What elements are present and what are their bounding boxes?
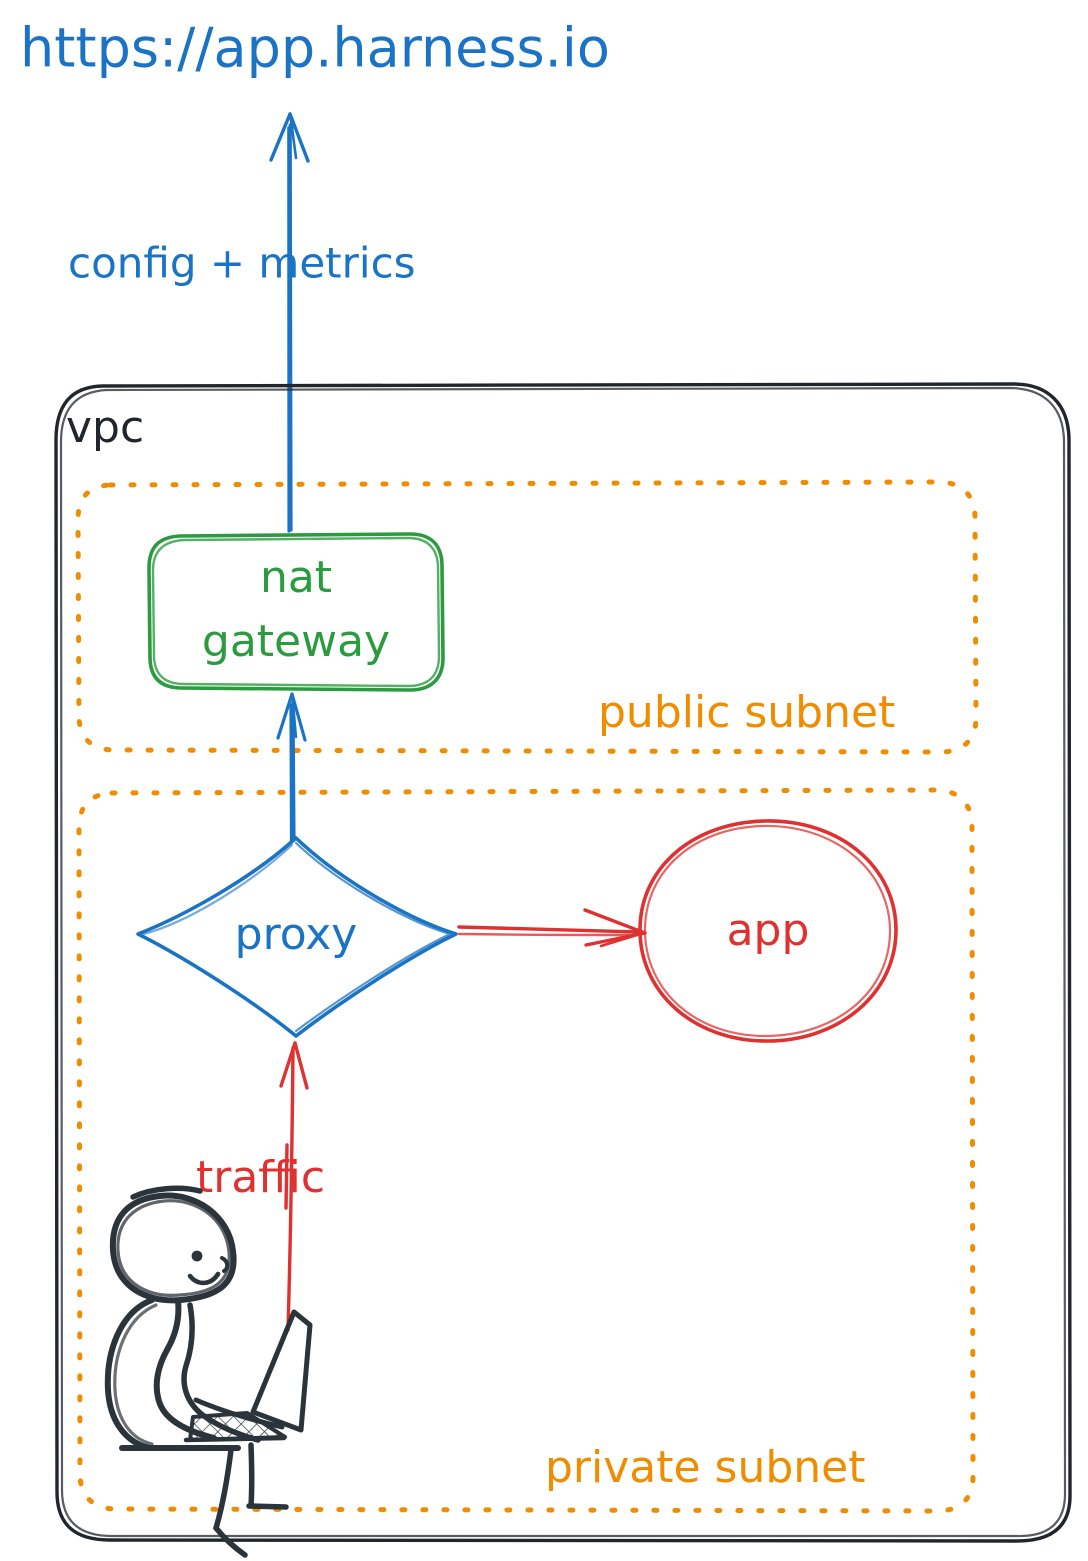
container-label-private-subnet: private subnet (545, 1442, 866, 1493)
edge-user-to-proxy (279, 1041, 309, 1332)
node-user-stick-figure (104, 1185, 313, 1558)
container-label-vpc: vpc (66, 402, 144, 453)
user-eye (191, 1250, 203, 1262)
edge-label-config-metrics: config + metrics (68, 239, 416, 288)
container-public-subnet (75, 479, 979, 755)
edge-proxy-to-app (457, 908, 647, 948)
edge-nat-to-internet (269, 112, 310, 533)
node-label-app: app (727, 905, 810, 956)
node-nat-gateway[interactable]: nat gateway (147, 532, 445, 692)
node-label-proxy: proxy (235, 909, 358, 960)
node-label-nat-gateway-line2: gateway (202, 616, 390, 667)
container-vpc (54, 382, 1072, 1543)
node-app[interactable]: app (638, 819, 898, 1043)
container-label-public-subnet: public subnet (598, 687, 895, 738)
edge-proxy-to-nat (276, 692, 307, 843)
external-url-label: https://app.harness.io (20, 17, 610, 80)
node-label-nat-gateway-line1: nat (260, 552, 332, 603)
node-proxy[interactable]: proxy (136, 836, 458, 1038)
edge-label-traffic: traffic (196, 1152, 325, 1203)
